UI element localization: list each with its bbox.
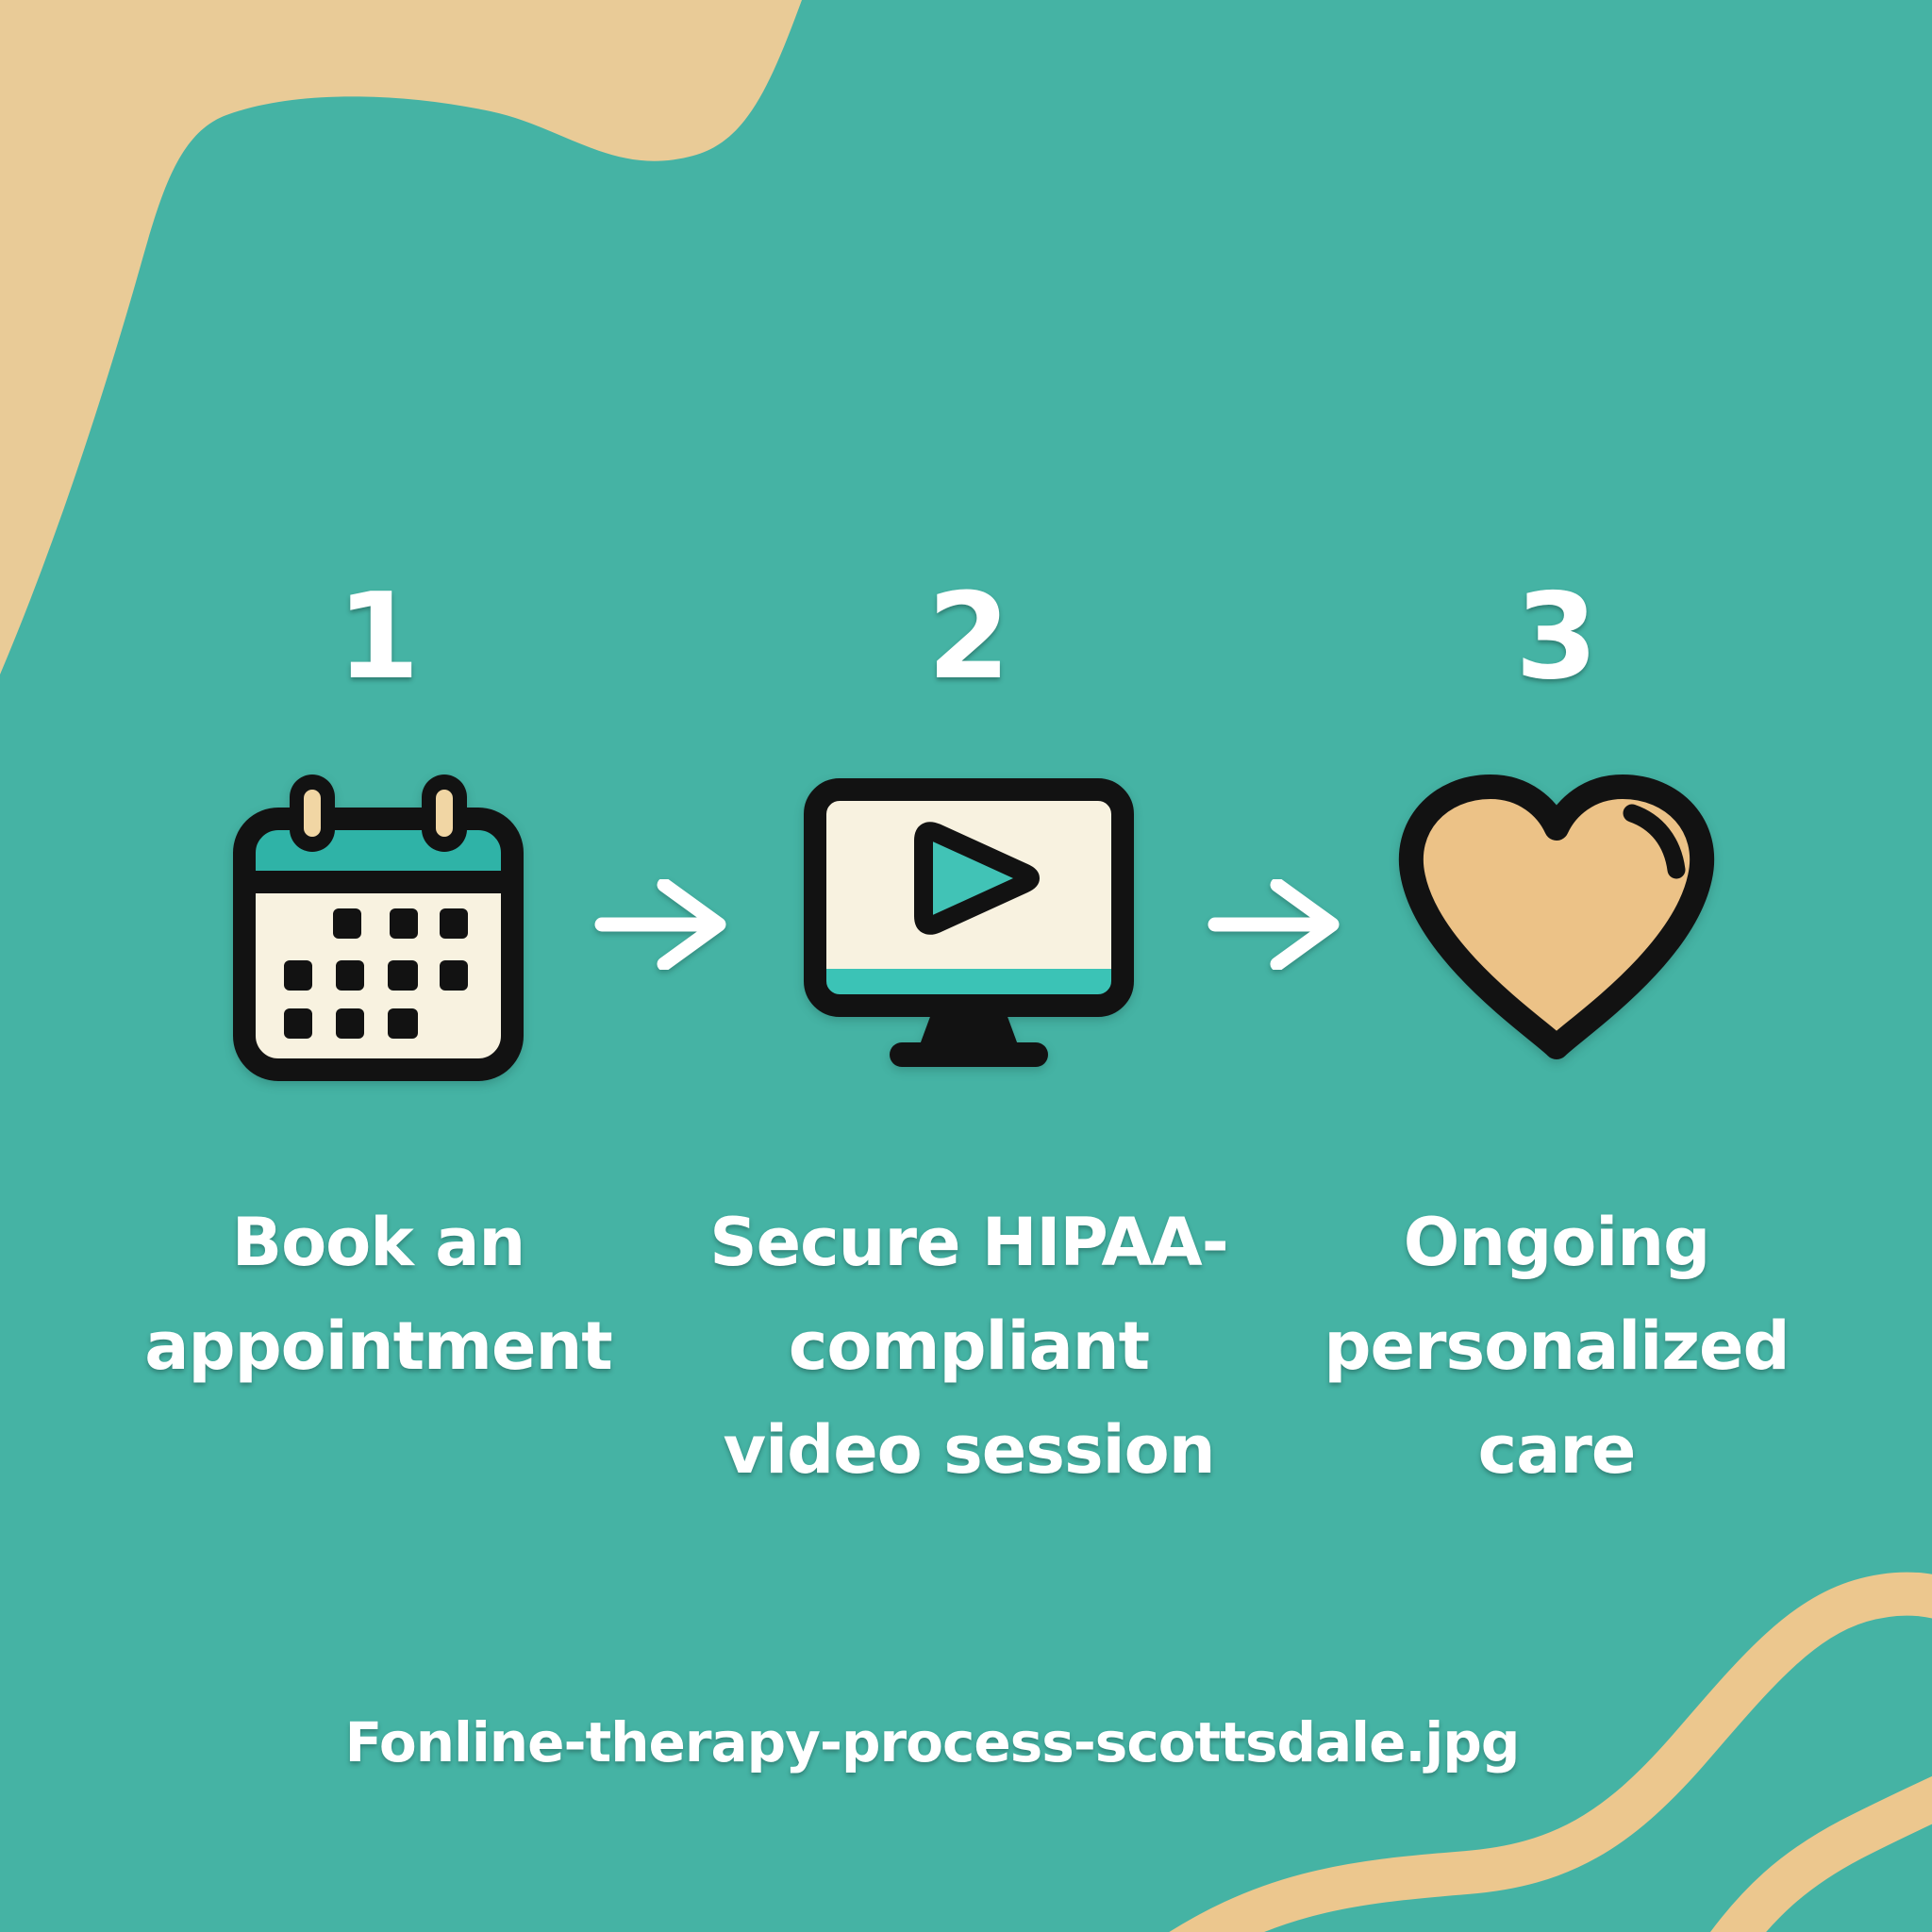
step-1-icon-wrap bbox=[76, 764, 680, 1081]
step-3-caption-line: personalized bbox=[1324, 1307, 1790, 1385]
step-2: 2 Secure HIPAA- compliant video session bbox=[667, 577, 1271, 1502]
step-3: 3 Ongoing personalized care bbox=[1255, 577, 1858, 1502]
wave-stroke-bottom-right-lower bbox=[1710, 1775, 1932, 1932]
step-3-caption-line: care bbox=[1477, 1411, 1637, 1489]
step-1-caption-line: Book an bbox=[231, 1204, 526, 1281]
step-1-caption: Book an appointment bbox=[76, 1191, 680, 1398]
step-2-number: 2 bbox=[927, 567, 1010, 706]
step-3-caption: Ongoing personalized care bbox=[1255, 1191, 1858, 1502]
step-3-caption-line: Ongoing bbox=[1403, 1204, 1710, 1281]
step-1: 1 bbox=[76, 577, 680, 1398]
heart-icon bbox=[1399, 774, 1714, 1059]
corner-blob-top-left bbox=[0, 0, 802, 675]
step-2-icon-wrap bbox=[667, 764, 1271, 1081]
step-1-caption-line: appointment bbox=[144, 1307, 613, 1385]
step-3-icon-wrap bbox=[1255, 764, 1858, 1081]
footer-filename: Fonline-therapy-process-scottsdale.jpg bbox=[344, 1710, 1521, 1774]
step-2-caption: Secure HIPAA- compliant video session bbox=[667, 1191, 1271, 1502]
step-1-number: 1 bbox=[337, 567, 420, 706]
calendar-icon bbox=[233, 774, 524, 1081]
step-2-caption-line: Secure HIPAA- bbox=[709, 1204, 1229, 1281]
step-2-caption-line: video session bbox=[723, 1411, 1215, 1489]
right-arrow-icon bbox=[594, 879, 726, 970]
wave-stroke-bottom-right-upper bbox=[1169, 1572, 1932, 1932]
right-arrow-icon bbox=[1208, 879, 1340, 970]
step-3-number: 3 bbox=[1515, 567, 1598, 706]
step-2-caption-line: compliant bbox=[788, 1307, 1150, 1385]
monitor-play-icon bbox=[804, 778, 1134, 1067]
